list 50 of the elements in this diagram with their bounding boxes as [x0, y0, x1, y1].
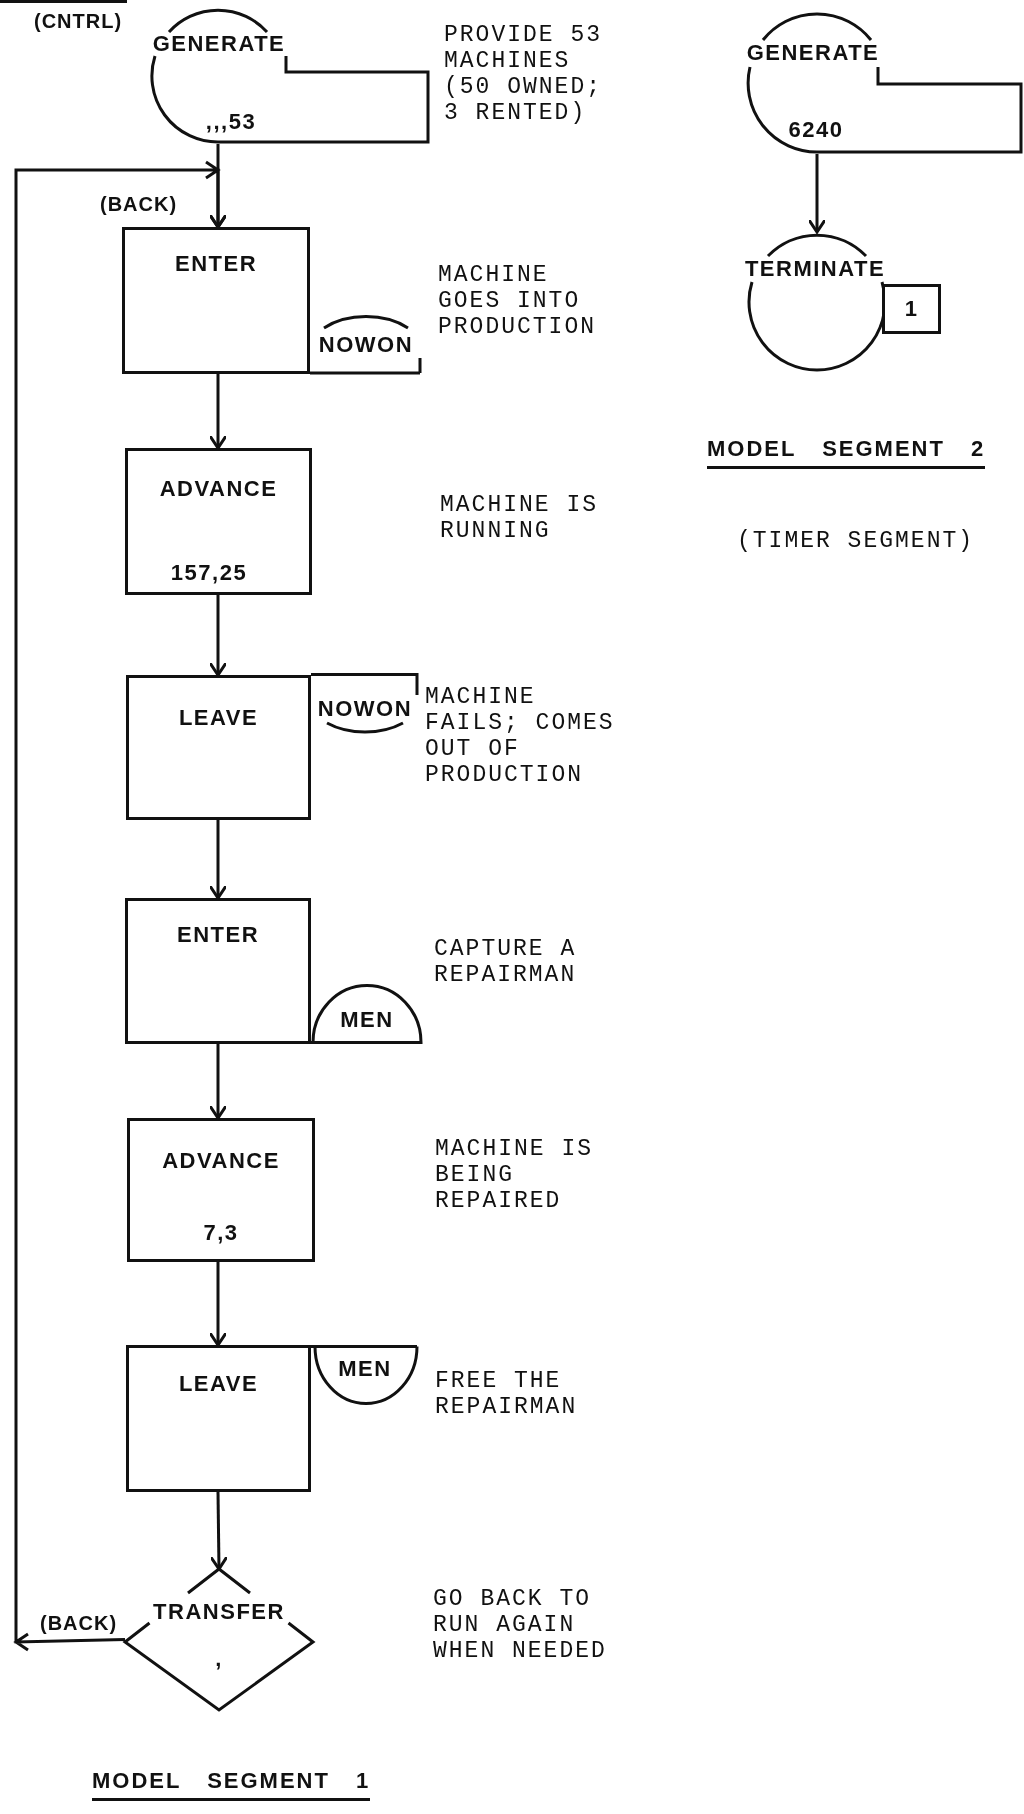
block-label: NOWON: [316, 697, 414, 721]
segment-heading: MODEL SEGMENT 1: [92, 1768, 371, 1801]
operand-text: ,: [214, 1647, 224, 1671]
block-label: TRANSFER: [152, 1600, 286, 1624]
generate-symbol: [148, 6, 432, 144]
process-box: [125, 898, 311, 1044]
annotation-text: GO BACK TO RUN AGAIN WHEN NEEDED: [433, 1586, 608, 1664]
operand-text: 7,3: [202, 1221, 240, 1245]
arrow: [208, 595, 228, 677]
arrow: [208, 820, 228, 900]
number-box: [882, 284, 941, 334]
annotation-text: MACHINE FAILS; COMES OUT OF PRODUCTION: [425, 684, 616, 788]
block-label: ADVANCE: [158, 477, 279, 501]
annotation-text: MACHINE IS BEING REPAIRED: [435, 1136, 595, 1214]
block-label: ENTER: [173, 252, 259, 276]
block-label: LEAVE: [177, 1372, 260, 1396]
block-label: LEAVE: [177, 706, 260, 730]
annotation-text: PROVIDE 53 MACHINES (50 OWNED; 3 RENTED): [444, 22, 604, 126]
process-box: [126, 1345, 311, 1492]
block-label: TERMINATE: [743, 257, 887, 281]
block-label: NOWON: [317, 333, 415, 357]
process-box: [125, 448, 312, 595]
arrow: [13, 160, 228, 1652]
process-box: [122, 227, 310, 374]
block-label: GENERATE: [151, 32, 287, 56]
block-label: ADVANCE: [161, 1149, 281, 1173]
operand-text: 157,25: [169, 561, 249, 585]
block-label: MEN: [337, 1357, 393, 1381]
note-text: (TIMER SEGMENT): [737, 528, 975, 554]
annotation-text: MACHINE IS RUNNING: [440, 492, 600, 544]
arrow: [208, 374, 228, 450]
location-label: (BACK): [100, 193, 178, 216]
decision-diamond: [125, 1569, 313, 1710]
annotation-text: CAPTURE A REPAIRMAN: [434, 936, 578, 988]
arrow: [807, 154, 827, 234]
process-box: [127, 1118, 315, 1262]
block-label: GENERATE: [745, 41, 881, 65]
block-label: MEN: [339, 1008, 395, 1032]
operand-text: 6240: [787, 118, 845, 142]
segment-heading: MODEL SEGMENT 2: [707, 436, 986, 469]
operand-text: 1: [903, 297, 920, 321]
arrow: [208, 1044, 228, 1120]
process-box: [126, 675, 311, 820]
arrow: [208, 1262, 228, 1347]
annotation-text: MACHINE GOES INTO PRODUCTION: [438, 262, 598, 340]
operand-text: ,,,53: [204, 110, 258, 134]
location-label: (CNTRL): [34, 10, 123, 33]
block-label: ENTER: [175, 923, 261, 947]
annotation-text: FREE THE REPAIRMAN: [435, 1368, 579, 1420]
arrow: [209, 1491, 229, 1571]
